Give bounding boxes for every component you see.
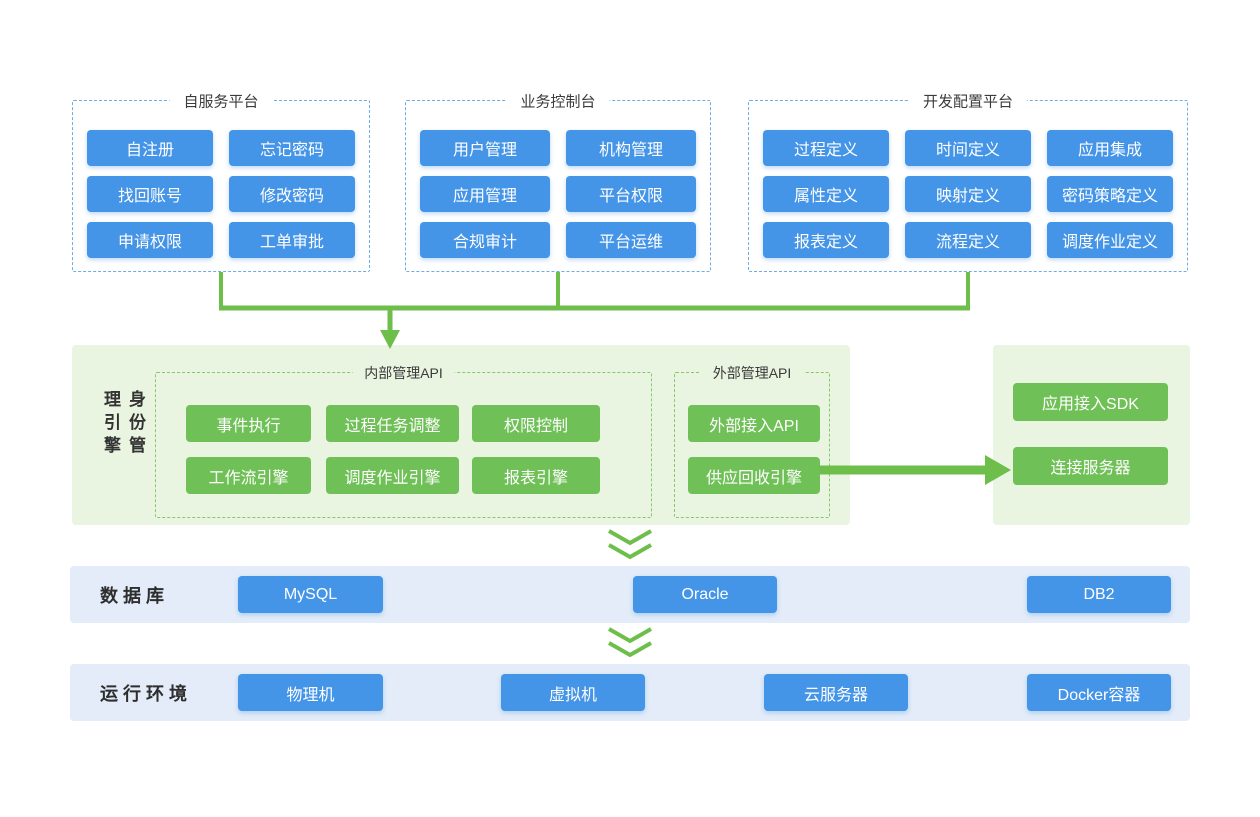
platform-item-button[interactable]: 机构管理 bbox=[566, 130, 696, 166]
sdk-item-button[interactable]: 应用接入SDK bbox=[1013, 383, 1168, 421]
engine-item-button[interactable]: 外部接入API bbox=[688, 405, 820, 442]
database-item-button[interactable]: Oracle bbox=[633, 576, 777, 613]
platform-item-button[interactable]: 平台权限 bbox=[566, 176, 696, 212]
database-label: 数据库 bbox=[100, 585, 169, 606]
platform-item-button[interactable]: 忘记密码 bbox=[229, 130, 355, 166]
platform-item-button[interactable]: 应用管理 bbox=[420, 176, 550, 212]
sdk-item-button[interactable]: 连接服务器 bbox=[1013, 447, 1168, 485]
engine-item-button[interactable]: 事件执行 bbox=[186, 405, 311, 442]
runtime-item-button[interactable]: Docker容器 bbox=[1027, 674, 1171, 711]
external-api-box: 外部管理API 外部接入API 供应回收引擎 bbox=[674, 363, 830, 518]
platform-item-button[interactable]: 密码策略定义 bbox=[1047, 176, 1173, 212]
runtime-row: 运行环境 物理机 虚拟机 云服务器 Docker容器 bbox=[70, 664, 1190, 721]
platform-box-dev-config: 开发配置平台 过程定义 时间定义 应用集成 属性定义 映射定义 密码策略定义 报… bbox=[748, 90, 1188, 272]
engine-item-button[interactable]: 供应回收引擎 bbox=[688, 457, 820, 494]
engine-item-button[interactable]: 工作流引擎 bbox=[186, 457, 311, 494]
engine-item-button[interactable]: 权限控制 bbox=[472, 405, 600, 442]
platform-box-self-service: 自服务平台 自注册 忘记密码 找回账号 修改密码 申请权限 工单审批 bbox=[72, 90, 370, 272]
platform-grid: 用户管理 机构管理 应用管理 平台权限 合规审计 平台运维 bbox=[406, 101, 710, 258]
runtime-item-button[interactable]: 虚拟机 bbox=[501, 674, 645, 711]
engine-item-button[interactable]: 报表引擎 bbox=[472, 457, 600, 494]
platform-box-business-console: 业务控制台 用户管理 机构管理 应用管理 平台权限 合规审计 平台运维 bbox=[405, 90, 711, 272]
platform-item-button[interactable]: 映射定义 bbox=[905, 176, 1031, 212]
platform-bus-connector bbox=[219, 272, 970, 311]
platform-item-button[interactable]: 合规审计 bbox=[420, 222, 550, 258]
platform-item-button[interactable]: 用户管理 bbox=[420, 130, 550, 166]
platform-item-button[interactable]: 流程定义 bbox=[905, 222, 1031, 258]
platform-item-button[interactable]: 工单审批 bbox=[229, 222, 355, 258]
platform-item-button[interactable]: 报表定义 bbox=[763, 222, 889, 258]
chevron-down-icon bbox=[608, 529, 652, 560]
platform-item-button[interactable]: 自注册 bbox=[87, 130, 213, 166]
platform-title: 自服务平台 bbox=[169, 90, 273, 112]
engine-item-button[interactable]: 调度作业引擎 bbox=[326, 457, 459, 494]
platform-title: 开发配置平台 bbox=[908, 90, 1028, 112]
engine-item-button[interactable]: 过程任务调整 bbox=[326, 405, 459, 442]
identity-engine-label: 身份管理引擎 bbox=[101, 390, 145, 459]
platform-item-button[interactable]: 调度作业定义 bbox=[1047, 222, 1173, 258]
platform-grid: 过程定义 时间定义 应用集成 属性定义 映射定义 密码策略定义 报表定义 流程定… bbox=[749, 101, 1187, 258]
chevron-down-icon bbox=[608, 627, 652, 658]
platform-item-button[interactable]: 平台运维 bbox=[566, 222, 696, 258]
internal-api-title: 内部管理API bbox=[352, 363, 455, 383]
platform-item-button[interactable]: 过程定义 bbox=[763, 130, 889, 166]
platform-item-button[interactable]: 找回账号 bbox=[87, 176, 213, 212]
runtime-item-button[interactable]: 云服务器 bbox=[764, 674, 908, 711]
platform-item-button[interactable]: 修改密码 bbox=[229, 176, 355, 212]
down-arrow-icon bbox=[380, 308, 400, 349]
sdk-panel: 应用接入SDK 连接服务器 bbox=[993, 345, 1190, 525]
platform-item-button[interactable]: 申请权限 bbox=[87, 222, 213, 258]
platform-item-button[interactable]: 属性定义 bbox=[763, 176, 889, 212]
external-api-title: 外部管理API bbox=[700, 363, 804, 383]
platform-title: 业务控制台 bbox=[506, 90, 610, 112]
platform-item-button[interactable]: 时间定义 bbox=[905, 130, 1031, 166]
runtime-label: 运行环境 bbox=[100, 683, 192, 704]
database-item-button[interactable]: DB2 bbox=[1027, 576, 1171, 613]
runtime-item-button[interactable]: 物理机 bbox=[238, 674, 383, 711]
identity-engine-panel: 身份管理引擎 内部管理API 事件执行 过程任务调整 权限控制 工作流引擎 调度… bbox=[72, 345, 850, 525]
platform-grid: 自注册 忘记密码 找回账号 修改密码 申请权限 工单审批 bbox=[73, 101, 369, 258]
internal-api-box: 内部管理API 事件执行 过程任务调整 权限控制 工作流引擎 调度作业引擎 报表… bbox=[155, 363, 652, 518]
database-row: 数据库 MySQL Oracle DB2 bbox=[70, 566, 1190, 623]
platform-item-button[interactable]: 应用集成 bbox=[1047, 130, 1173, 166]
database-item-button[interactable]: MySQL bbox=[238, 576, 383, 613]
